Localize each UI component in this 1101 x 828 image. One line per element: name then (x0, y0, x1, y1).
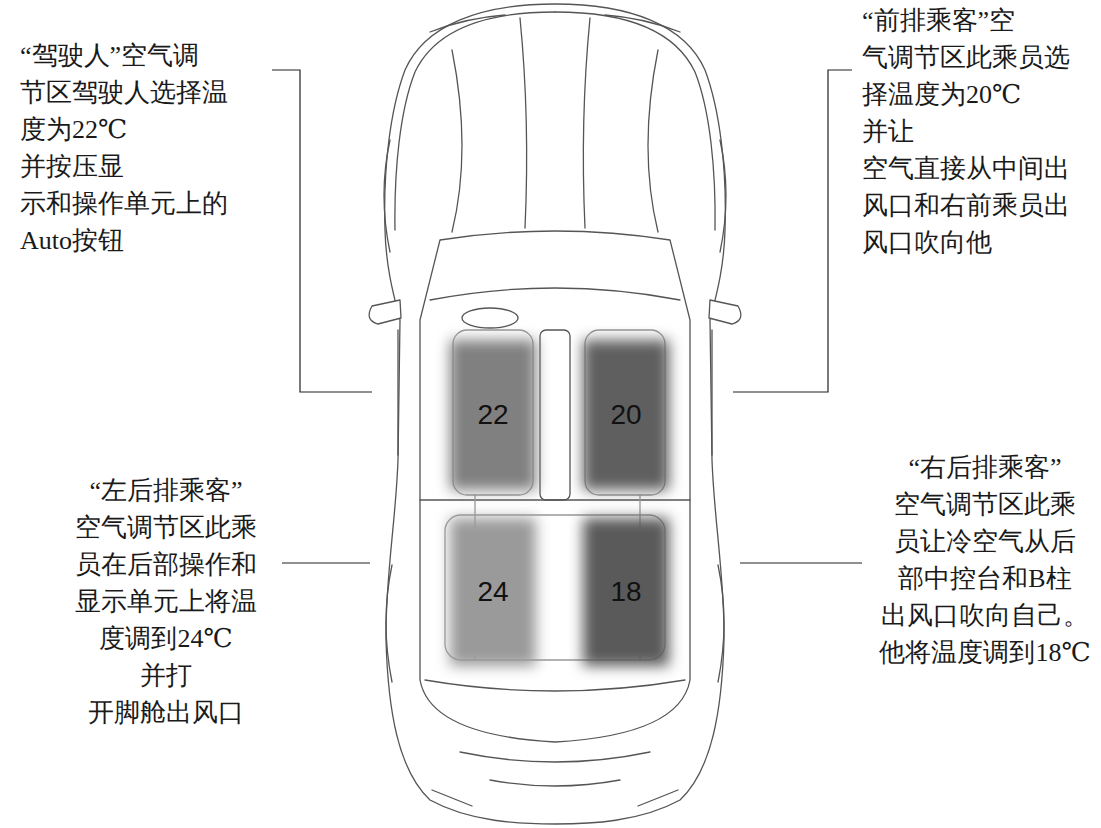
zone-temperature: 22 (471, 395, 514, 435)
car-outline-part (733, 70, 852, 392)
car-outline-part (385, 4, 726, 824)
climate-zone: 20 (583, 340, 669, 490)
car-outline-part (740, 562, 862, 563)
car-outline-part (420, 231, 690, 742)
callout-text: “左后排乘客” 空气调节区此乘 员在后部操作和 显示单元上将温 度调到24℃并打… (75, 472, 257, 731)
zone-temperature: 24 (471, 572, 514, 612)
car-outline-part (462, 308, 518, 328)
zone-temperature: 20 (604, 395, 647, 435)
car-outline-part (540, 330, 570, 500)
stroke-group (272, 70, 862, 563)
stroke-group (369, 4, 741, 824)
car-outline-part (718, 565, 724, 682)
zone-temperature: 18 (604, 572, 647, 612)
car-outline-part (430, 15, 505, 32)
car-outline-part (384, 140, 390, 252)
climate-zone: 22 (450, 340, 536, 490)
callout-text: “驾驶人”空气调 节区驾驶人选择温 度为22℃并按压显 示和操作单元上的 Aut… (20, 37, 228, 259)
callout-text: “右后排乘客” 空气调节区此乘 员让冷空气从后 部中控台和B柱 出风口吹向自己。… (879, 449, 1090, 671)
car-outline-part (386, 565, 392, 682)
car-outline-part (395, 12, 555, 230)
car-outline-part (520, 18, 527, 228)
callout-text: “前排乘客”空 气调节区此乘员选 择温度为20℃并让 空气直接从中间出 风口和右… (862, 2, 1070, 261)
car-outline-part (555, 12, 715, 230)
car-outline-part (369, 300, 401, 324)
climate-zone: 18 (583, 518, 669, 666)
car-outline-part (425, 680, 685, 691)
car-outline-part (460, 752, 650, 762)
car-outline-part (432, 790, 678, 806)
car-outline-part (720, 140, 726, 252)
car-outline-part (648, 50, 658, 232)
car-outline-part (605, 15, 680, 32)
climate-zone: 24 (450, 518, 536, 666)
car-outline-part (709, 300, 741, 324)
car-outline-part (583, 18, 590, 228)
car-outline-part (452, 50, 462, 232)
car-outline-part (490, 780, 620, 786)
car-outline-part (282, 562, 370, 563)
car-outline-part (272, 70, 372, 392)
car-outline-part (430, 288, 680, 300)
